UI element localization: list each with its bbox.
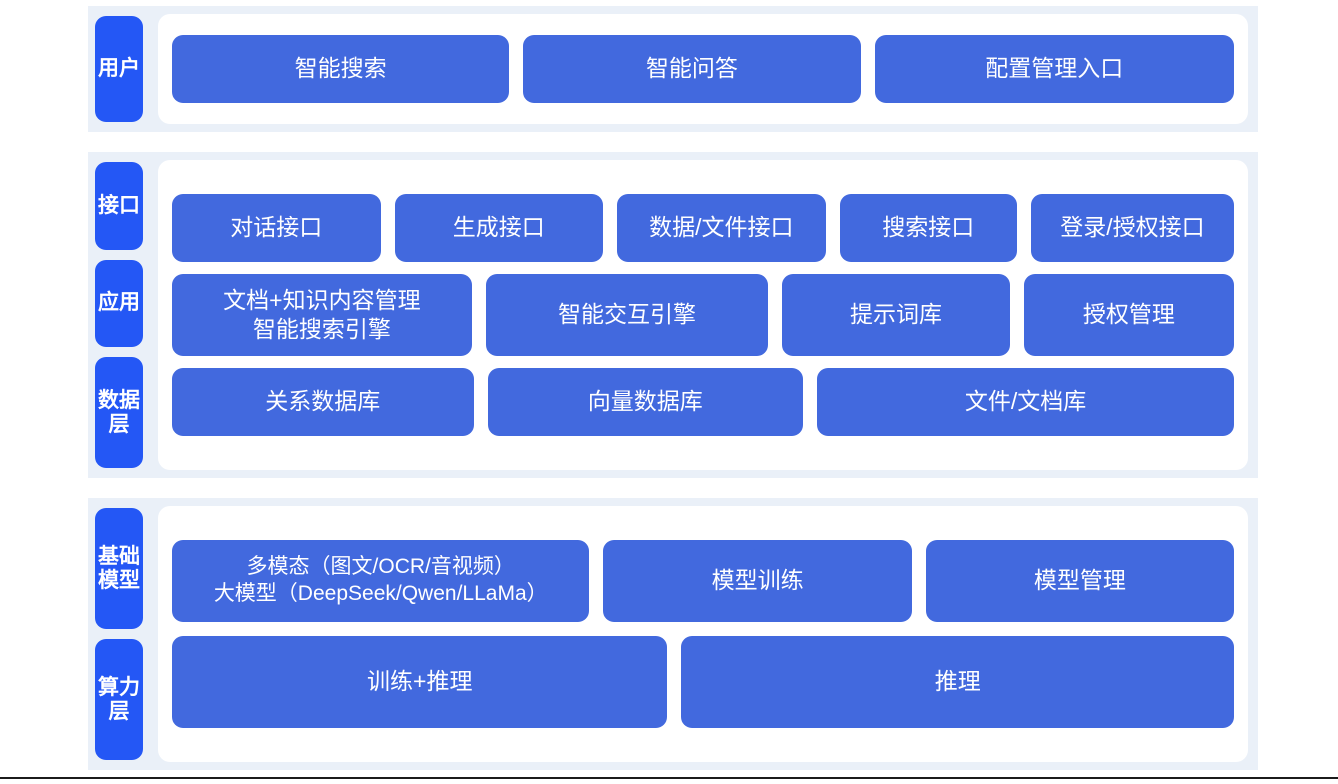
card-config-management-entry[interactable]: 配置管理入口 — [874, 35, 1234, 103]
card-model-management[interactable]: 模型管理 — [925, 540, 1234, 622]
card-data-file-api[interactable]: 数据/文件接口 — [617, 194, 826, 262]
layer-label-data: 数据层 — [95, 357, 143, 469]
card-inference[interactable]: 推理 — [681, 636, 1234, 728]
card-doc-knowledge-and-search-engine[interactable]: 文档+知识内容管理 智能搜索引擎 — [172, 274, 472, 356]
card-smart-search[interactable]: 智能搜索 — [172, 35, 510, 103]
card-authorization-management[interactable]: 授权管理 — [1023, 274, 1234, 356]
card-prompt-library[interactable]: 提示词库 — [782, 274, 1010, 356]
label-column-user: 用户 — [88, 6, 150, 132]
layer-label-interface: 接口 — [95, 162, 143, 250]
card-search-api[interactable]: 搜索接口 — [839, 194, 1017, 262]
card-login-auth-api[interactable]: 登录/授权接口 — [1030, 194, 1234, 262]
card-smart-interaction-engine[interactable]: 智能交互引擎 — [485, 274, 769, 356]
card-smart-qa[interactable]: 智能问答 — [523, 35, 861, 103]
card-multimodal-large-model[interactable]: 多模态（图文/OCR/音视频） 大模型（DeepSeek/Qwen/LLaMa） — [172, 540, 590, 622]
card-training-plus-inference[interactable]: 训练+推理 — [172, 636, 668, 728]
section-platform: 接口 应用 数据层 对话接口 生成接口 数据/文件接口 搜索接口 登录/授权接口… — [88, 152, 1258, 478]
layer-label-base-model: 基础模型 — [95, 508, 143, 629]
panel-platform: 对话接口 生成接口 数据/文件接口 搜索接口 登录/授权接口 文档+知识内容管理… — [158, 160, 1248, 470]
row-interface: 对话接口 生成接口 数据/文件接口 搜索接口 登录/授权接口 — [172, 194, 1234, 262]
row-application: 文档+知识内容管理 智能搜索引擎 智能交互引擎 提示词库 授权管理 — [172, 274, 1234, 356]
layer-label-user: 用户 — [95, 16, 143, 122]
row-compute: 训练+推理 推理 — [172, 636, 1234, 728]
layer-label-compute: 算力层 — [95, 639, 143, 760]
layer-label-application: 应用 — [95, 259, 143, 347]
row-base-model: 多模态（图文/OCR/音视频） 大模型（DeepSeek/Qwen/LLaMa）… — [172, 540, 1234, 622]
label-column-platform: 接口 应用 数据层 — [88, 152, 150, 478]
card-relational-database[interactable]: 关系数据库 — [172, 368, 474, 436]
section-user: 用户 智能搜索 智能问答 配置管理入口 — [88, 6, 1258, 132]
panel-user: 智能搜索 智能问答 配置管理入口 — [158, 14, 1248, 124]
card-file-document-store[interactable]: 文件/文档库 — [817, 368, 1234, 436]
card-model-training[interactable]: 模型训练 — [603, 540, 912, 622]
section-infrastructure: 基础模型 算力层 多模态（图文/OCR/音视频） 大模型（DeepSeek/Qw… — [88, 498, 1258, 770]
label-column-infrastructure: 基础模型 算力层 — [88, 498, 150, 770]
panel-infrastructure: 多模态（图文/OCR/音视频） 大模型（DeepSeek/Qwen/LLaMa）… — [158, 506, 1248, 762]
row-user-entries: 智能搜索 智能问答 配置管理入口 — [172, 35, 1234, 103]
card-generation-api[interactable]: 生成接口 — [394, 194, 604, 262]
bottom-divider — [0, 777, 1338, 779]
card-dialog-api[interactable]: 对话接口 — [172, 194, 381, 262]
card-vector-database[interactable]: 向量数据库 — [487, 368, 804, 436]
row-data: 关系数据库 向量数据库 文件/文档库 — [172, 368, 1234, 436]
